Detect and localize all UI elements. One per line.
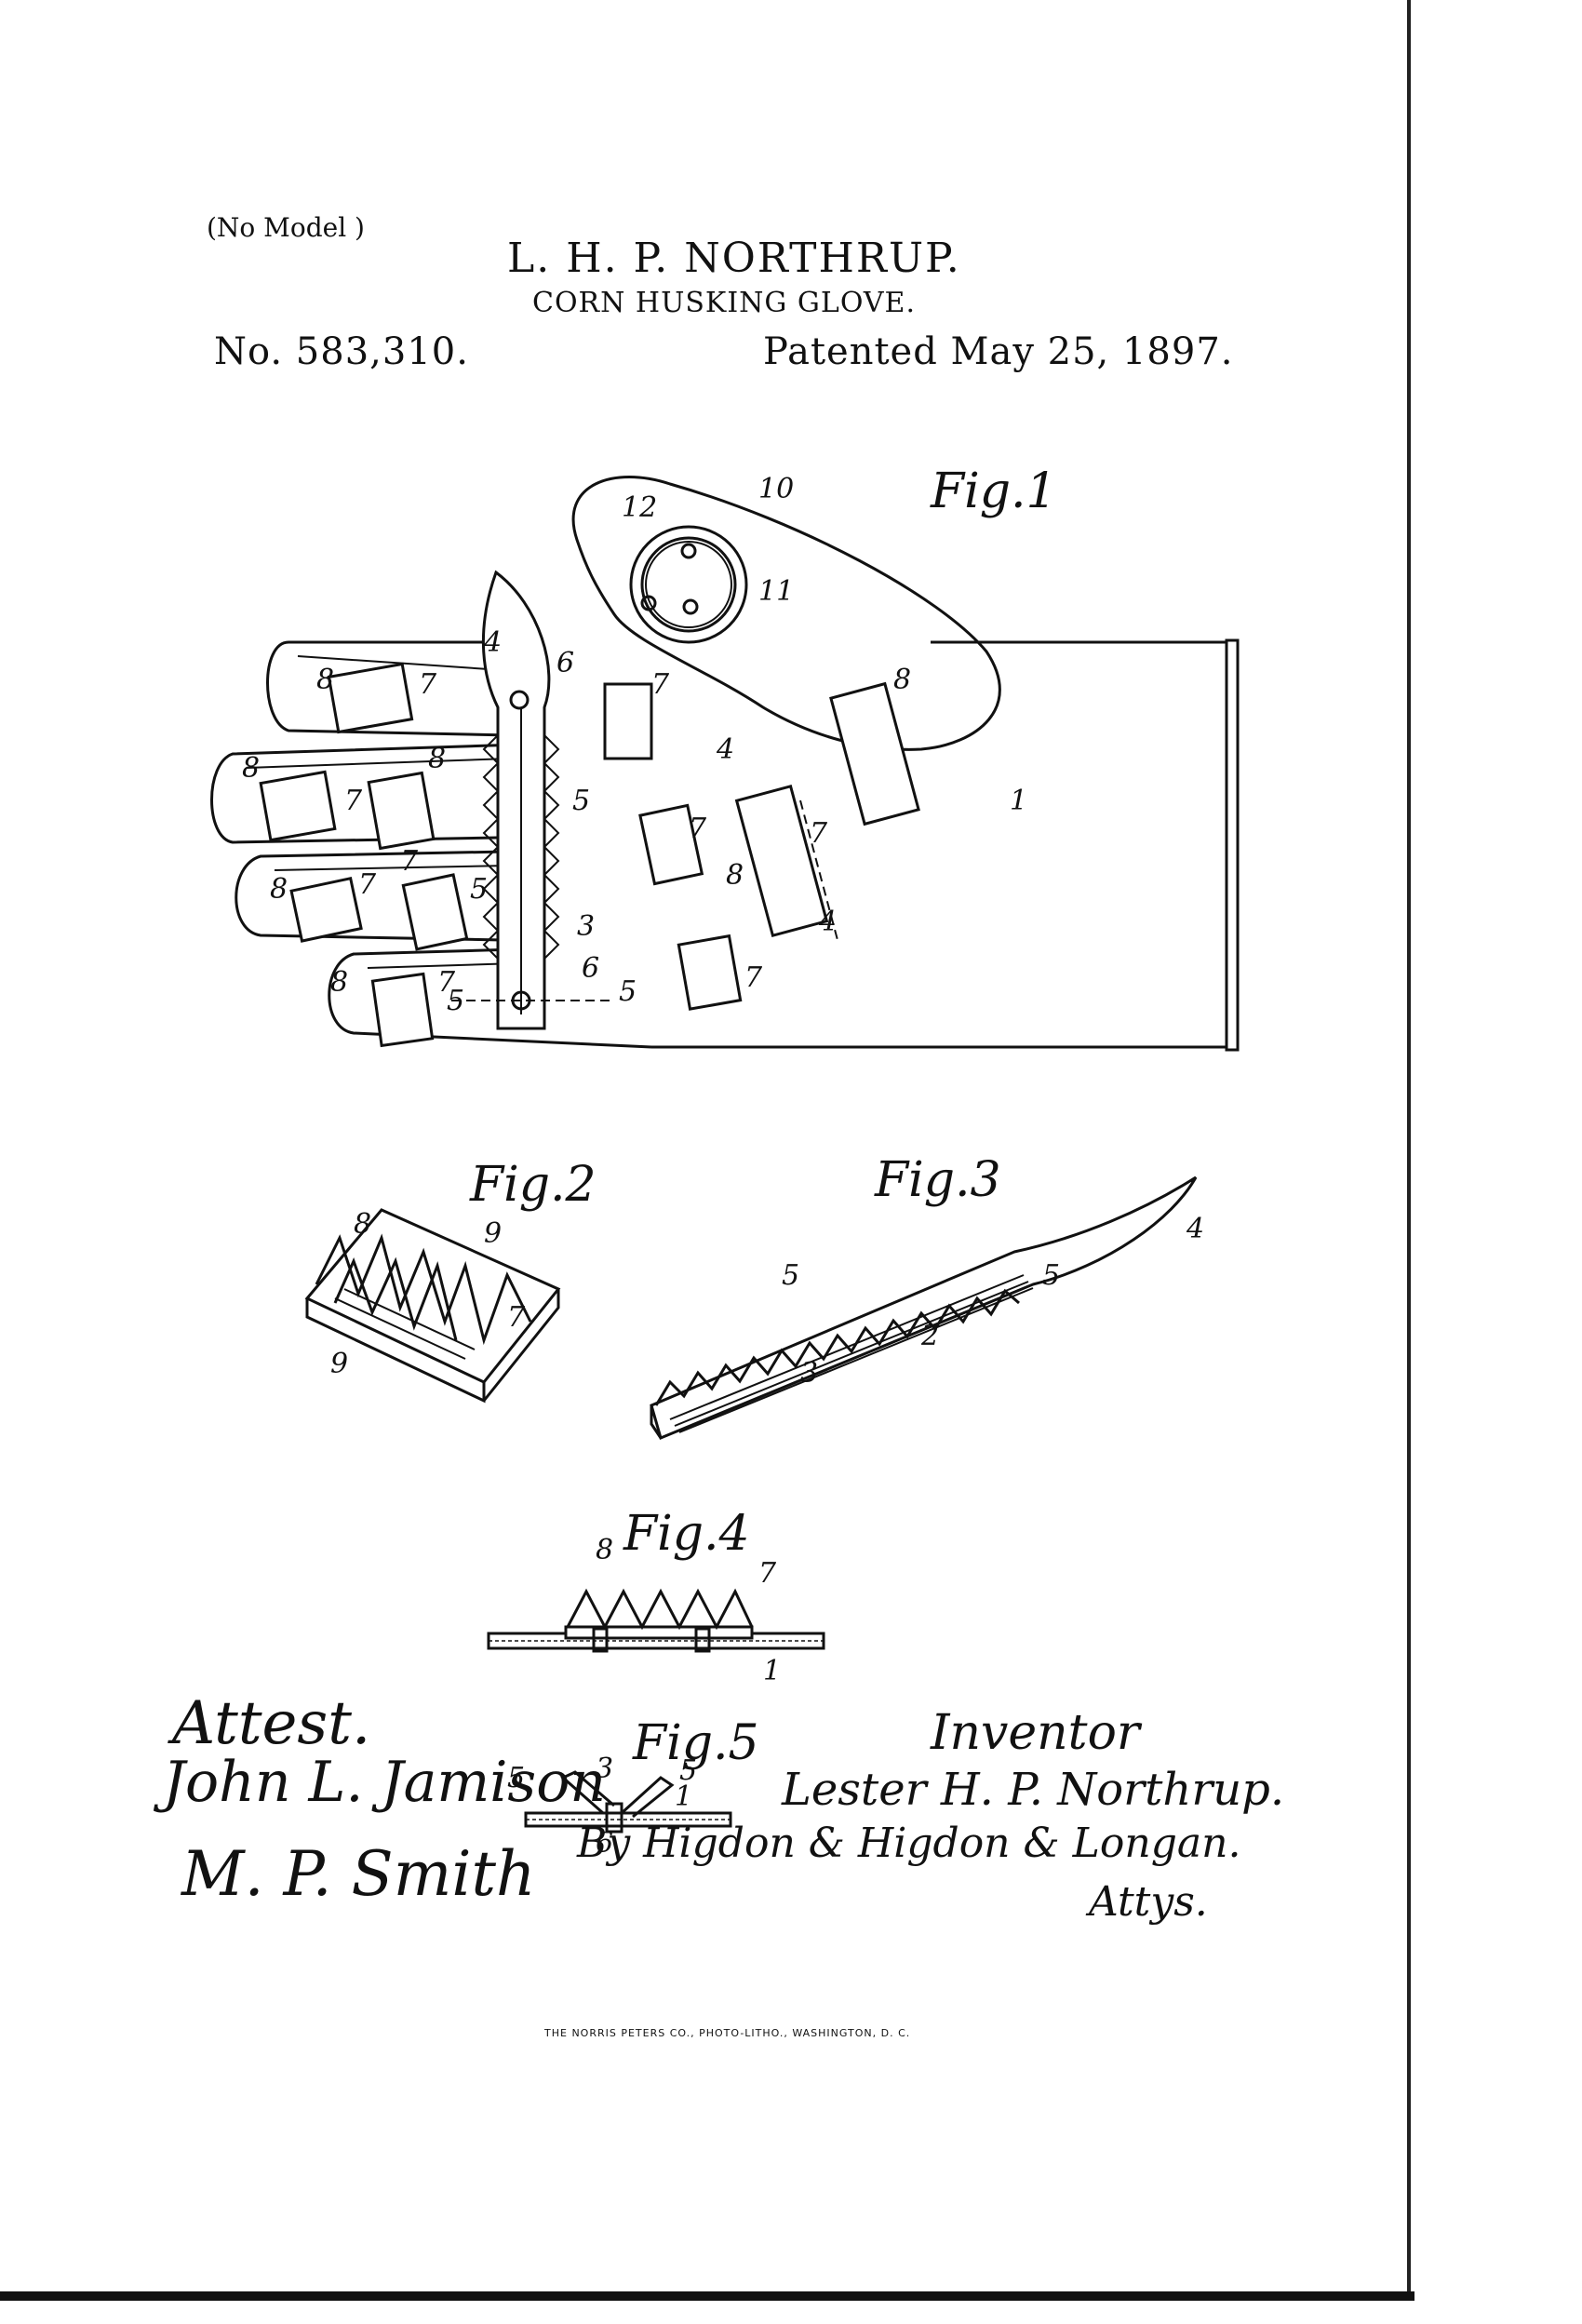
ref-label: 8 xyxy=(428,743,446,775)
ref-label: 8 xyxy=(596,1534,613,1566)
ref-label: 5 xyxy=(782,1259,799,1292)
ref-label: 5 xyxy=(507,1762,525,1794)
fig3-title: Fig.3 xyxy=(874,1152,1001,1208)
ref-label: 7 xyxy=(358,868,377,901)
ref-label: 7 xyxy=(651,668,670,701)
inventor-name-heading: L. H. P. NORTHRUP. xyxy=(507,235,961,282)
ref-label: 1 xyxy=(763,1655,781,1687)
ref-label: 7 xyxy=(507,1301,526,1334)
ref-label: 12 xyxy=(622,491,657,524)
ref-label: 1 xyxy=(1010,785,1027,817)
inventor-label: Inventor xyxy=(931,1705,1140,1761)
ref-label: 4 xyxy=(716,733,734,766)
fig1-glove-drawing xyxy=(210,476,1240,1052)
ref-label: 8 xyxy=(270,873,288,906)
fig1-title: Fig.1 xyxy=(930,463,1057,519)
patent-number: No. 583,310. xyxy=(214,330,469,373)
ref-label: 5 xyxy=(1042,1259,1060,1292)
printer-credit: THE NORRIS PETERS CO., PHOTO-LITHO., WAS… xyxy=(544,2027,911,2039)
page-bottom-edge xyxy=(0,2291,1414,2301)
ref-label: 3 xyxy=(596,1753,613,1785)
attorneys-by-line: By Higdon & Higdon & Longan. xyxy=(577,1820,1241,1867)
fig5-section-drawing xyxy=(524,1770,732,1834)
fig2-reference-labels: 8 9 7 9 xyxy=(330,1208,526,1380)
ref-label: 8 xyxy=(726,859,744,892)
witness-signature-1: John L. Jamison xyxy=(163,1750,606,1815)
ref-label: 3 xyxy=(577,910,595,943)
ref-label: 7 xyxy=(419,668,437,701)
patented-date: Patented May 25, 1897. xyxy=(763,330,1234,373)
ref-label: 8 xyxy=(242,752,260,785)
ref-label: 11 xyxy=(758,575,794,608)
ref-label: 9 xyxy=(330,1348,348,1380)
fig3-reference-labels: 4 5 5 2 3 xyxy=(782,1213,1204,1390)
ref-label: 4 xyxy=(818,906,837,938)
page-edge-line xyxy=(1407,0,1411,2299)
ref-label: 6 xyxy=(596,1827,613,1860)
ref-label: 7 xyxy=(744,961,763,994)
ref-label: 4 xyxy=(1186,1213,1204,1245)
fig5-title: Fig.5 xyxy=(632,1715,759,1771)
ref-label: 5 xyxy=(572,785,590,817)
fig4-title: Fig.4 xyxy=(623,1506,750,1562)
ref-label: 7 xyxy=(810,817,828,850)
ref-label: 5 xyxy=(619,975,637,1008)
ref-label: 5 xyxy=(679,1754,697,1787)
ref-label: 8 xyxy=(330,966,348,999)
ref-label: 5 xyxy=(470,873,488,906)
ref-label: 6 xyxy=(556,647,574,679)
fig2-title: Fig.2 xyxy=(469,1157,597,1213)
ref-label: 9 xyxy=(484,1217,502,1250)
fig3-blade-drawing xyxy=(650,1175,1198,1441)
attest-label: Attest. xyxy=(172,1689,371,1758)
no-model-note: (No Model ) xyxy=(207,212,365,243)
patent-title: CORN HUSKING GLOVE. xyxy=(532,287,916,319)
attorneys-label: Attys. xyxy=(1089,1878,1208,1926)
witness-signature-2: M. P. Smith xyxy=(181,1838,536,1910)
ref-label: 1 xyxy=(675,1780,692,1813)
fig2-cleat-drawing xyxy=(304,1208,561,1404)
ref-label: 3 xyxy=(800,1357,818,1390)
ref-label: 4 xyxy=(483,626,502,659)
fig1-reference-labels: 10 12 11 4 6 8 7 7 8 4 1 8 7 8 5 7 7 8 8… xyxy=(242,473,1027,1017)
fig4-reference-labels: 8 7 1 xyxy=(596,1534,781,1687)
ref-label: 7 xyxy=(344,785,363,817)
inventor-signature: Lester H. P. Northrup. xyxy=(782,1764,1285,1816)
ref-label: 7 xyxy=(689,813,707,845)
ref-label: 8 xyxy=(316,664,334,696)
ref-label: 7 xyxy=(758,1557,777,1590)
ref-label: 6 xyxy=(582,952,599,985)
fig5-reference-labels: 5 3 5 1 6 xyxy=(507,1753,697,1860)
ref-label: 2 xyxy=(920,1320,939,1352)
ref-label: 8 xyxy=(893,664,911,696)
ref-label: 7 xyxy=(400,845,419,878)
ref-label: 5 xyxy=(447,985,464,1017)
ref-label: 8 xyxy=(354,1208,371,1241)
fig4-section-drawing xyxy=(487,1588,825,1653)
ref-label: 10 xyxy=(758,473,794,505)
ref-label: 7 xyxy=(437,966,456,999)
